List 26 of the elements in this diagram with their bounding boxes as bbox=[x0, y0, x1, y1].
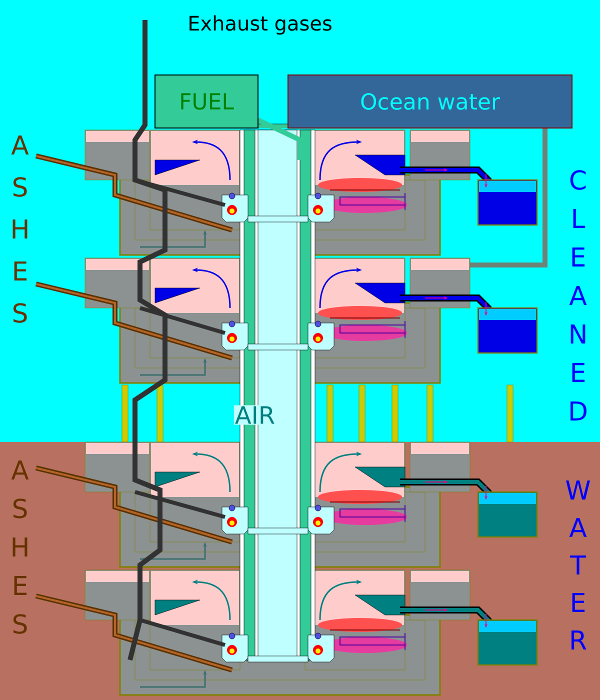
caption-text: Exhaust gases bbox=[190, 15, 332, 35]
vertical-letter: E bbox=[572, 593, 585, 612]
vertical-letter: N bbox=[570, 324, 586, 344]
vertical-letter: W bbox=[566, 480, 590, 500]
supply-box: FUEL bbox=[154, 74, 258, 128]
vertical-letter: E bbox=[572, 363, 585, 382]
vertical-letter: S bbox=[13, 498, 27, 518]
vertical-letter: R bbox=[572, 630, 586, 650]
vertical-letter: L bbox=[573, 209, 586, 228]
vertical-letter: H bbox=[12, 220, 28, 238]
vertical-letter: D bbox=[570, 402, 586, 420]
vertical-letter: A bbox=[569, 286, 587, 305]
caption-text: AIR bbox=[234, 405, 276, 425]
vertical-letter: E bbox=[572, 248, 585, 266]
vertical-letter: A bbox=[11, 136, 29, 154]
vertical-letter: S bbox=[13, 303, 27, 323]
supply-box: Ocean water bbox=[288, 74, 572, 128]
vertical-letter: S bbox=[13, 177, 27, 197]
vertical-letter: E bbox=[14, 262, 27, 280]
vertical-letter: A bbox=[11, 460, 29, 480]
vertical-letter: S bbox=[13, 614, 27, 634]
vertical-letter: E bbox=[14, 576, 27, 595]
vertical-letter: A bbox=[569, 518, 587, 537]
vertical-letter: C bbox=[570, 170, 586, 190]
vertical-letter: T bbox=[570, 556, 586, 574]
vertical-letter: H bbox=[12, 538, 28, 556]
